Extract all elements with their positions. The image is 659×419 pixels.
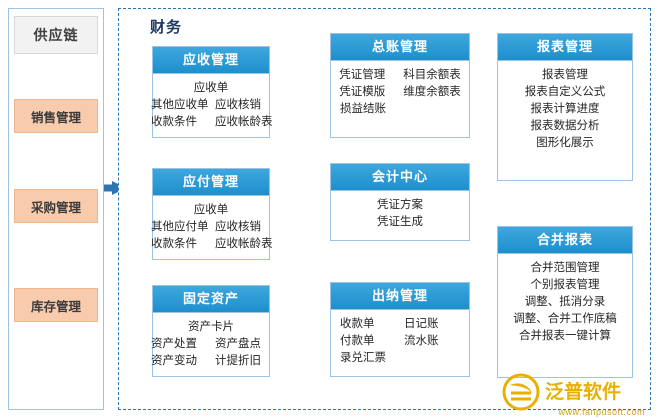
item-label[interactable]: 计提折旧: [215, 355, 261, 367]
list-item: 资产卡片: [153, 319, 269, 336]
item-label[interactable]: [400, 101, 464, 118]
supply-chain-title: 供应链: [14, 16, 98, 54]
list-item: 合并报表一键计算: [498, 328, 632, 345]
item-label[interactable]: 其他应收单: [151, 99, 209, 111]
item-label[interactable]: 合并报表一键计算: [519, 330, 611, 342]
item-label[interactable]: 凭证方案: [377, 199, 423, 211]
item-label[interactable]: 录兑汇票: [340, 352, 386, 364]
card-general-ledger[interactable]: 总账管理 凭证管理 科目余额表 凭证模版 维度余额表 损益结账: [330, 33, 470, 138]
list-item: 损益结账: [331, 101, 469, 118]
card-title-general-ledger: 总账管理: [331, 34, 469, 61]
card-body-accounts-payable: 应收单 其他应付单应收核销 收款条件 应收帐龄表: [151, 196, 273, 259]
card-title-cashier: 出纳管理: [331, 283, 469, 310]
card-accounting-center[interactable]: 会计中心 凭证方案 凭证生成: [330, 163, 470, 241]
list-item: 录兑汇票: [331, 350, 469, 367]
item-label[interactable]: 应收核销: [215, 99, 261, 111]
item-label[interactable]: 个别报表管理: [530, 279, 600, 291]
sidebar-item-inventory[interactable]: 库存管理: [14, 288, 98, 322]
card-fixed-assets[interactable]: 固定资产 资产卡片 资产处置 资产盘点 资产变动 计提折旧: [151, 285, 270, 377]
item-label[interactable]: 调整、合并工作底稿: [513, 313, 617, 325]
card-body-accounting-center: 凭证方案 凭证生成: [331, 191, 469, 237]
item-label[interactable]: 应收帐龄表: [215, 238, 273, 250]
card-title-consolidated-report: 合并报表: [498, 227, 632, 254]
list-item: 收款条件 应收帐龄表: [151, 114, 273, 131]
item-label[interactable]: 损益结账: [340, 103, 386, 115]
item-label[interactable]: 调整、抵消分录: [524, 296, 606, 308]
item-label[interactable]: 报表管理: [542, 69, 588, 81]
card-cashier[interactable]: 出纳管理 收款单 日记账 付款单 流水账 录兑汇票: [330, 282, 470, 377]
item-label[interactable]: 维度余额表: [403, 86, 461, 98]
item-label[interactable]: 凭证生成: [377, 216, 423, 228]
brand-url: www.fanpusoft.com: [558, 407, 645, 417]
list-item: 报表管理: [498, 67, 632, 84]
card-consolidated-report[interactable]: 合并报表 合并范围管理 个别报表管理 调整、抵消分录 调整、合并工作底稿 合并报…: [497, 226, 633, 378]
sidebar-item-purchase[interactable]: 采购管理: [14, 189, 98, 223]
item-label[interactable]: 合并范围管理: [530, 262, 600, 274]
list-item: 应收单: [153, 80, 269, 97]
svg-text:泛普软件: 泛普软件: [545, 380, 621, 403]
list-item: 报表自定义公式: [498, 84, 632, 101]
item-label[interactable]: 科目余额表: [403, 69, 461, 81]
list-item: 图形化展示: [498, 135, 632, 152]
list-item: 收款单 日记账: [331, 316, 469, 333]
list-item: 付款单 流水账: [331, 333, 469, 350]
item-label[interactable]: 资产变动: [151, 355, 197, 367]
card-title-accounts-receivable: 应收管理: [153, 47, 269, 74]
item-label[interactable]: 收款单: [340, 318, 375, 330]
list-item: 收款条件 应收帐龄表: [151, 236, 273, 253]
item-label[interactable]: 资产盘点: [215, 338, 261, 350]
item-label[interactable]: 收款条件: [151, 116, 197, 128]
item-label[interactable]: 其他应付单: [151, 221, 209, 233]
list-item: 资产处置 资产盘点: [151, 336, 269, 353]
list-item: 其他应收单应收核销: [151, 97, 269, 114]
card-title-accounts-payable: 应付管理: [153, 169, 269, 196]
card-title-report-management: 报表管理: [498, 34, 632, 61]
list-item: 资产变动 计提折旧: [151, 353, 269, 370]
finance-title: 财务: [150, 19, 183, 36]
item-label[interactable]: 报表计算进度: [530, 103, 600, 115]
item-label[interactable]: 应收单: [193, 204, 229, 216]
list-item: 其他应付单应收核销: [151, 219, 269, 236]
item-label[interactable]: 图形化展示: [536, 137, 594, 149]
list-item: 报表计算进度: [498, 101, 632, 118]
card-report-management[interactable]: 报表管理 报表管理 报表自定义公式 报表计算进度 报表数据分析 图形化展示: [497, 33, 633, 181]
item-label[interactable]: 应收单: [193, 82, 229, 94]
item-label[interactable]: 流水账: [404, 335, 439, 347]
card-body-accounts-receivable: 应收单 其他应收单应收核销 收款条件 应收帐龄表: [151, 74, 273, 137]
card-accounts-receivable[interactable]: 应收管理 应收单 其他应收单应收核销 收款条件 应收帐龄表: [151, 46, 273, 138]
sidebar-item-sales[interactable]: 销售管理: [14, 99, 98, 133]
card-body-general-ledger: 凭证管理 科目余额表 凭证模版 维度余额表 损益结账: [331, 61, 469, 124]
brand-logo: 泛普软件: [502, 373, 621, 411]
list-item: 报表数据分析: [498, 118, 632, 135]
item-label[interactable]: 应收帐龄表: [215, 116, 273, 128]
card-body-consolidated-report: 合并范围管理 个别报表管理 调整、抵消分录 调整、合并工作底稿 合并报表一键计算: [498, 254, 632, 351]
item-label[interactable]: 报表数据分析: [530, 120, 600, 132]
card-title-accounting-center: 会计中心: [331, 164, 469, 191]
item-label[interactable]: 日记账: [404, 318, 439, 330]
item-label[interactable]: 报表自定义公式: [524, 86, 606, 98]
item-label[interactable]: 凭证模版: [339, 86, 386, 98]
card-title-fixed-assets: 固定资产: [153, 286, 269, 313]
item-label[interactable]: 资产处置: [151, 338, 197, 350]
list-item: 凭证管理 科目余额表: [331, 67, 469, 84]
item-label[interactable]: 付款单: [340, 335, 375, 347]
list-item: 调整、合并工作底稿: [498, 311, 632, 328]
list-item: 个别报表管理: [498, 277, 632, 294]
list-item: 凭证方案: [331, 197, 469, 214]
item-label[interactable]: 应收核销: [215, 221, 261, 233]
item-label[interactable]: 收款条件: [151, 238, 197, 250]
list-item: 凭证生成: [331, 214, 469, 231]
card-body-cashier: 收款单 日记账 付款单 流水账 录兑汇票: [331, 310, 469, 373]
list-item: 应收单: [153, 202, 269, 219]
item-label[interactable]: 资产卡片: [188, 321, 234, 333]
card-accounts-payable[interactable]: 应付管理 应收单 其他应付单应收核销 收款条件 应收帐龄表: [151, 168, 273, 260]
item-label[interactable]: 凭证管理: [339, 69, 386, 81]
item-label[interactable]: [400, 350, 464, 367]
list-item: 合并范围管理: [498, 260, 632, 277]
list-item: 调整、抵消分录: [498, 294, 632, 311]
card-body-report-management: 报表管理 报表自定义公式 报表计算进度 报表数据分析 图形化展示: [498, 61, 632, 158]
list-item: 凭证模版 维度余额表: [331, 84, 469, 101]
card-body-fixed-assets: 资产卡片 资产处置 资产盘点 资产变动 计提折旧: [151, 313, 269, 376]
